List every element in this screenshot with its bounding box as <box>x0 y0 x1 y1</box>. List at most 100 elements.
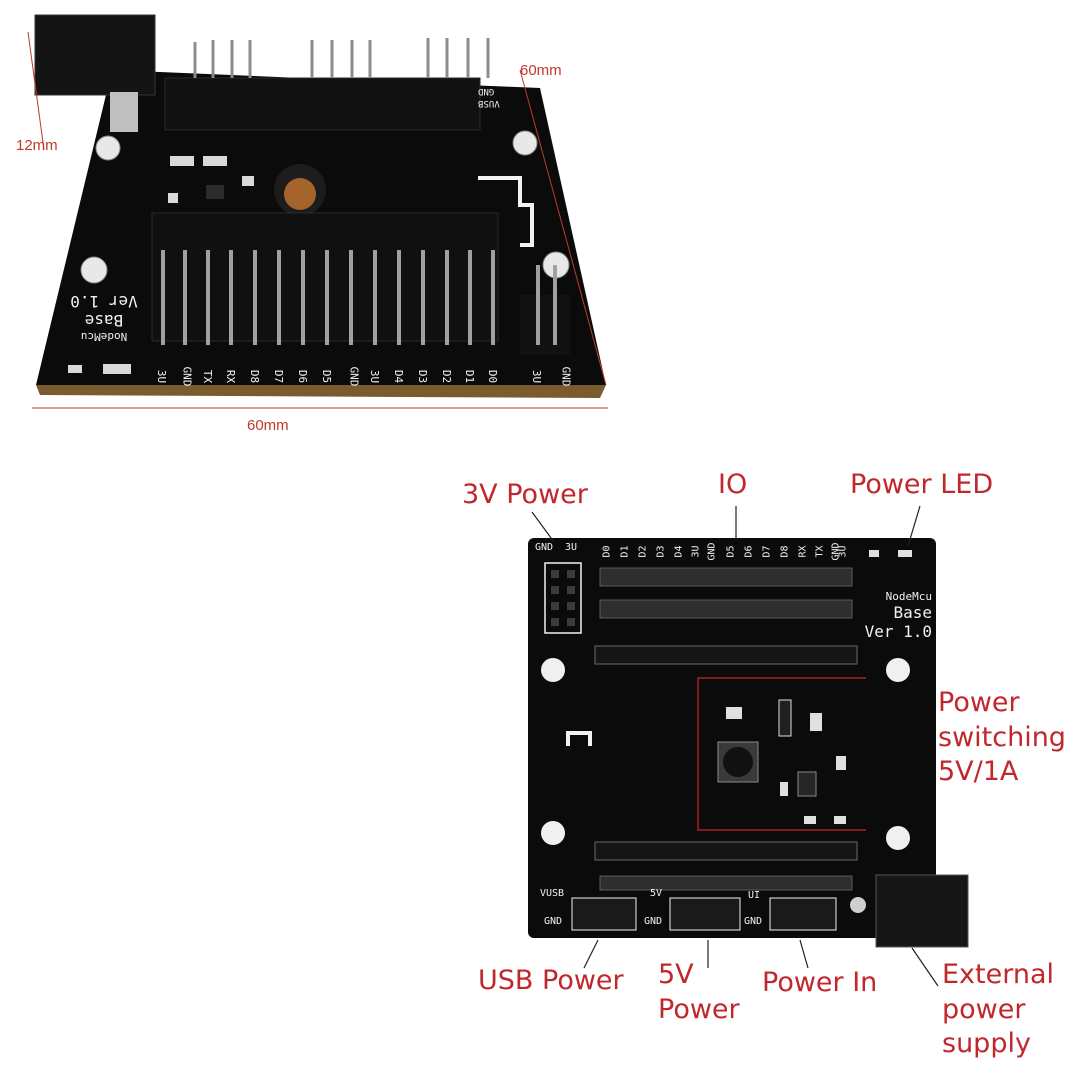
power-led-resistor <box>869 550 879 557</box>
top-pin-label: 3U <box>155 369 169 384</box>
bottom-diode <box>778 699 792 737</box>
top-upper-header <box>164 77 481 131</box>
top-hole-1 <box>95 135 121 161</box>
top-smd-7 <box>103 364 131 374</box>
callout-power-switching-line: switching <box>938 721 1066 753</box>
top-silk-line2: Base <box>84 311 124 330</box>
bottom-smd-4 <box>780 782 788 796</box>
callout-5v-power: 5V Power <box>658 958 740 1027</box>
top-pin-label: D0 <box>486 369 500 384</box>
dim-bottom-label: 60mm <box>247 417 289 434</box>
silk-vi: UI <box>748 890 761 901</box>
bottom-pin-label: D7 <box>761 545 773 558</box>
top-pin-label: 3U <box>368 369 382 384</box>
bottom-hole-3 <box>541 821 565 845</box>
leader-power-led <box>907 505 921 547</box>
top-side-label-gnd: GND <box>559 366 573 387</box>
bottom-silk-line2: Base <box>893 603 932 622</box>
top-pin-label: D5 <box>320 369 334 384</box>
bottom-lower-socket <box>594 841 858 861</box>
top-hole-3 <box>80 256 108 284</box>
silk-gnd-2: GND <box>644 916 663 927</box>
top-smd-3 <box>206 185 224 199</box>
top-smd-5 <box>168 193 178 203</box>
bottom-silk-block: NodeMcu Base Ver 1.0 <box>858 590 932 641</box>
top-board-photo: 12mm 60mm 60mm GND VUSB NodeMcu Base Ver… <box>0 0 620 450</box>
bottom-pin-label: D6 <box>743 545 755 558</box>
bottom-smd-3 <box>836 756 846 770</box>
top-side-header <box>520 295 570 355</box>
bottom-regulator-ic <box>797 771 817 797</box>
bottom-inductor-core <box>723 747 753 777</box>
bottom-upper-socket <box>594 645 858 665</box>
usb-power-header <box>571 897 637 931</box>
top-pin-label: D6 <box>296 369 310 384</box>
top-corner-gnd: GND <box>478 86 495 96</box>
bottom-pin-label: TX <box>814 545 826 558</box>
callout-external-power-line: supply <box>942 1028 1031 1060</box>
top-smd-2 <box>203 156 227 166</box>
bottom-board-illustration <box>528 505 969 987</box>
bottom-smd-1 <box>726 707 742 719</box>
bottom-pin-label: GND <box>535 542 554 553</box>
top-smd-1 <box>170 156 194 166</box>
top-board-illustration <box>27 14 608 409</box>
dim-right-label: 60mm <box>520 62 562 79</box>
bottom-3v-header <box>544 562 582 634</box>
bottom-pin-label: D1 <box>619 545 631 558</box>
top-upper-pins <box>193 38 490 78</box>
silk-gnd-1: GND <box>544 916 563 927</box>
bottom-board-photo: GND 3U D0 D1 D2 D3 D4 3U GND D5 D6 D7 D8… <box>0 450 1080 1080</box>
bottom-pin-label: 3U <box>837 545 849 558</box>
bottom-pin-label: 3U <box>690 545 702 558</box>
5v-power-header <box>669 897 741 931</box>
top-side-pins <box>536 265 557 345</box>
bottom-hole-1 <box>541 658 565 682</box>
callout-power-switching-line: 5V/1A <box>938 756 1019 788</box>
callout-io: IO <box>718 469 748 500</box>
bottom-smd-2 <box>810 713 822 731</box>
silk-5v: 5V <box>650 888 663 899</box>
top-pin-label: GND <box>180 366 194 387</box>
top-pin-label: TX <box>201 369 215 384</box>
power-in-header <box>769 897 837 931</box>
top-corner-vusb: VUSB <box>478 98 500 108</box>
top-pin-label: D7 <box>272 369 286 384</box>
power-led <box>898 550 912 557</box>
bottom-lower-pad-row <box>599 875 853 891</box>
bottom-io-grid <box>599 567 853 619</box>
bottom-smd-5 <box>804 816 816 824</box>
bottom-pin-label: GND <box>706 542 718 561</box>
bottom-pin-label: D5 <box>725 545 737 558</box>
top-silk-line3: Ver 1.0 <box>70 292 138 311</box>
top-pin-label: GND <box>347 366 361 387</box>
bottom-antenna-silk <box>566 731 592 746</box>
callout-usb-power: USB Power <box>478 965 624 996</box>
bottom-smd-6 <box>834 816 846 824</box>
top-antenna-silk <box>478 176 534 247</box>
bottom-hole-4 <box>886 826 910 850</box>
top-pcb-edge <box>36 385 606 398</box>
bottom-pcb <box>528 538 936 938</box>
top-silk-line1: NodeMcu <box>80 330 128 343</box>
top-jack-tab <box>110 92 138 132</box>
callout-power-switching: Power switching 5V/1A <box>938 686 1066 790</box>
callout-external-power-line: power <box>942 993 1026 1025</box>
dim-line-right <box>519 69 607 386</box>
bottom-pin-label: D0 <box>601 545 613 558</box>
top-lower-pins <box>161 250 495 345</box>
leader-power-in <box>799 939 809 969</box>
top-pin-label: D2 <box>440 369 454 384</box>
top-smd-4 <box>242 176 254 186</box>
bottom-top-pin-row: GND 3U D0 D1 D2 D3 D4 3U GND D5 D6 D7 D8… <box>535 542 849 562</box>
silk-vusb: VUSB <box>540 888 565 899</box>
top-silk-block: NodeMcu Base Ver 1.0 <box>54 292 154 343</box>
callout-external-power: External power supply <box>942 958 1054 1062</box>
bottom-hole-2 <box>886 658 910 682</box>
callout-power-led: Power LED <box>850 469 994 500</box>
top-dc-jack <box>34 14 156 96</box>
top-pin-label: D3 <box>416 369 430 384</box>
leader-external-power <box>911 947 939 987</box>
silk-gnd-3: GND <box>744 916 763 927</box>
top-hole-2 <box>512 130 538 156</box>
